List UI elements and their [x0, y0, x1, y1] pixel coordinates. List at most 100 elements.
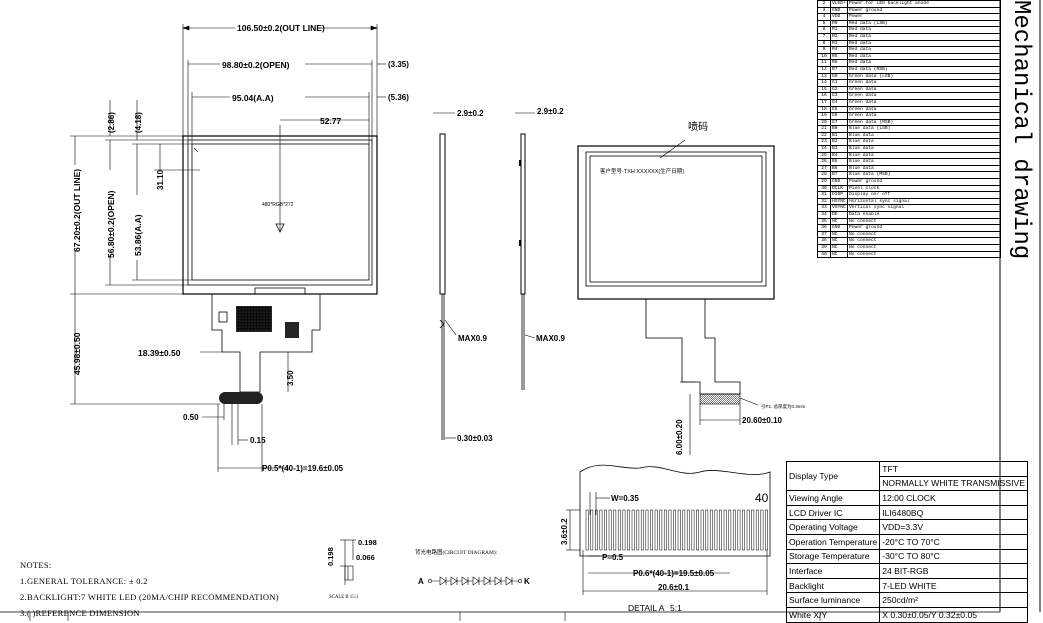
- pin-symbol: G6: [830, 112, 848, 120]
- pin-number: 23: [817, 138, 831, 147]
- pin-number: 31: [817, 191, 831, 199]
- spec-value: VDD=3.3V: [879, 519, 1028, 535]
- pin-description: Power: [847, 13, 1001, 21]
- detail-pin: [751, 509, 755, 551]
- pin-description: Blue data: [847, 158, 1001, 166]
- pin-description: Power ground: [847, 224, 1001, 232]
- dim-pitch: P0.5*(40-1)=19.6±0.05: [262, 464, 344, 473]
- dim-top-offset-1: (2.86): [107, 112, 116, 133]
- pin-description: Red data: [847, 59, 1001, 67]
- resolution-label: 480*RGB*272: [262, 202, 294, 208]
- detail-pin: [742, 509, 745, 551]
- notes: NOTES: 1.GENERAL TOLERANCE: ± 0.2 2.BACK…: [20, 557, 279, 621]
- pin-description: Blue data (MSB): [847, 171, 1001, 180]
- pin-number: 17: [817, 98, 831, 107]
- pin-description: Vertical sync signal: [847, 204, 1001, 212]
- detail-scale: 5:1: [670, 603, 682, 613]
- detail-pin: [617, 509, 621, 551]
- spec-value: -30°C TO 80°C: [879, 548, 1028, 565]
- pin-symbol: B5: [830, 158, 848, 166]
- dim-max-1: MAX0.9: [458, 334, 487, 343]
- pin-number: 40: [817, 250, 831, 259]
- pin-number: 16: [817, 92, 831, 100]
- pad-dimensions: [202, 404, 290, 472]
- pin-number: 4: [817, 13, 831, 21]
- pin-symbol: VLED+: [830, 0, 848, 8]
- circuit-anode: A: [418, 577, 424, 586]
- pin-description: Horizontal sync signal: [847, 197, 1001, 206]
- dim-aa-width: 95.04(A.A): [232, 93, 274, 103]
- pin-description: Power ground: [847, 6, 1001, 15]
- dim-aa-height: 53.86(A.A): [133, 214, 143, 256]
- pin-description: Green data: [847, 79, 1001, 87]
- dim-0198-left: 0.198: [326, 547, 335, 566]
- detail-pitch: P0.6*(40-1)=19.5±0.05: [633, 569, 715, 578]
- dim-front-tab: 6.00±0.20: [675, 419, 684, 455]
- pin-description: Red data: [847, 46, 1001, 54]
- pin-description: No connect: [847, 230, 1001, 239]
- dim-center-x: 52.77: [320, 116, 342, 126]
- pin-description: Red data: [847, 26, 1001, 34]
- pin-description: Blue data: [847, 138, 1001, 147]
- dim-fpc-length: 45.98±0.50: [72, 332, 82, 375]
- pin-number: 24: [817, 145, 831, 153]
- pin-description: Green data: [847, 98, 1001, 107]
- left-dimensions: [70, 100, 289, 405]
- pin-number: 2: [817, 0, 831, 8]
- detail-total: 20.6±0.1: [658, 583, 690, 592]
- spec-key: LCD Driver IC: [785, 504, 881, 521]
- spec-row: Operation Temperature-20°C TO 70°C: [785, 533, 1028, 550]
- dim-fpc-thickness: 0.30±0.03: [457, 434, 493, 443]
- detail-pin: [737, 509, 741, 551]
- pin-symbol: NC: [830, 237, 848, 245]
- pin-description: Red data (MSB): [847, 65, 1001, 74]
- pin-symbol: G7: [830, 118, 848, 127]
- spec-key: Storage Temperature: [785, 548, 881, 565]
- led-icon: [461, 576, 469, 586]
- pin-symbol: GND: [830, 178, 848, 186]
- circuit-cathode: K: [524, 577, 530, 586]
- led-icon: [450, 576, 458, 586]
- detail-pin: [696, 509, 699, 551]
- detail-pin: [631, 509, 635, 551]
- pin-symbol: R7: [830, 65, 848, 74]
- detail-pin: [673, 509, 676, 551]
- pin-number: 9: [817, 46, 831, 54]
- pin-symbol: G2: [830, 85, 848, 94]
- pin-number: 33: [817, 204, 831, 212]
- pin-symbol: G1: [830, 79, 848, 87]
- pin-description: No connect: [847, 237, 1001, 245]
- pin-number: 13: [817, 72, 831, 81]
- spec-value: X 0.30±0.05/Y 0.32±0.05: [879, 606, 1028, 623]
- detail-pin: [700, 509, 704, 551]
- dim-center-y: 31.10: [156, 169, 165, 190]
- dim-outline-width: 106.50±0.2(OUT LINE): [237, 23, 325, 33]
- pin-description: Green data: [847, 92, 1001, 100]
- detail-pin: [677, 509, 681, 551]
- detail-pin: [636, 509, 640, 551]
- notes-line-1: 1.GENERAL TOLERANCE: ± 0.2: [20, 576, 148, 586]
- pin-number: 25: [817, 151, 831, 160]
- pin-number: 12: [817, 65, 831, 74]
- spec-key: Viewing Angle: [785, 490, 881, 506]
- pin-symbol: DISP: [830, 191, 848, 199]
- pin-description: No connect: [847, 243, 1001, 252]
